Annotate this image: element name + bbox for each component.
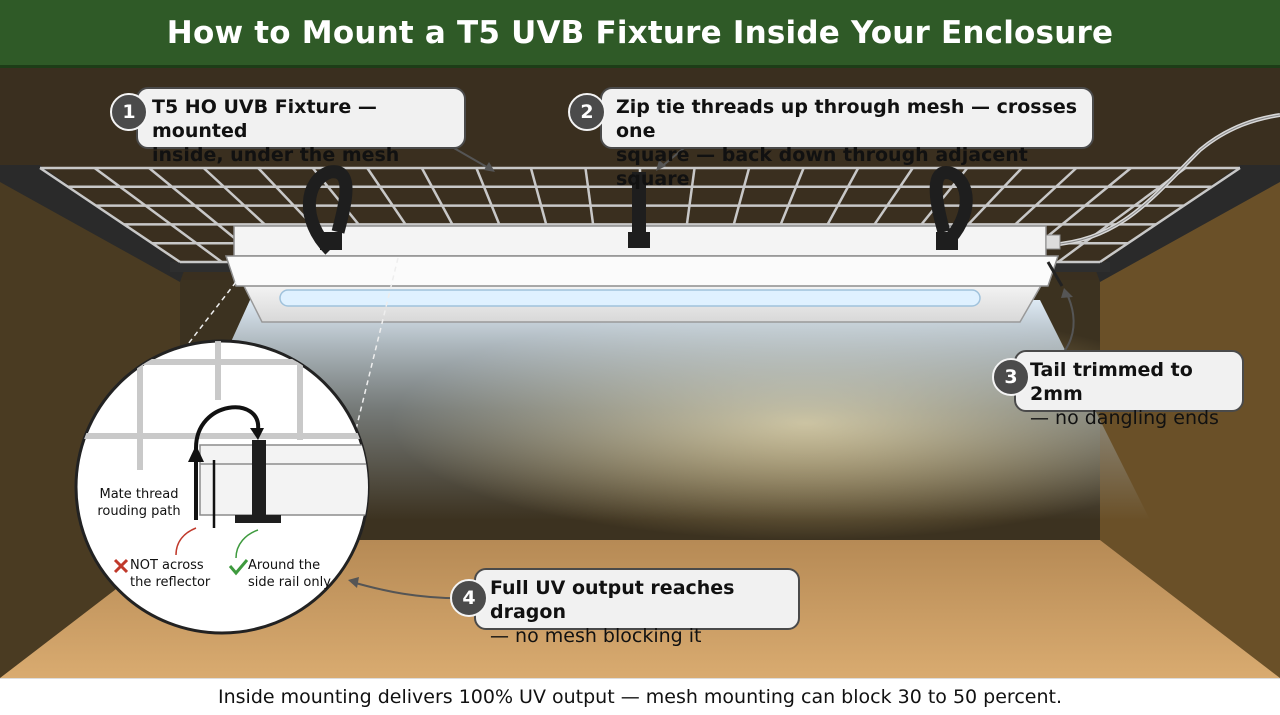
callout-tail-line2: — no dangling ends (1030, 407, 1219, 429)
zip-tie-left (302, 165, 353, 255)
callout-fixture-line1: T5 HO UVB Fixture — mounted (152, 96, 377, 142)
mesh-wire (39, 166, 181, 264)
inset-path-label: Mate thread rouding path (86, 486, 192, 520)
callout-tail-line1: Tail trimmed to 2mm (1030, 359, 1193, 405)
callout-fixture: T5 HO UVB Fixture — mounted inside, unde… (136, 87, 466, 166)
callout-arrowheads (348, 160, 1073, 588)
inset-wrong-line2: the reflector (130, 575, 211, 590)
callout-uv-output-line1: Full UV output reaches dragon (490, 577, 735, 623)
mesh-wire (93, 166, 223, 264)
inset-path-label-line2: rouding path (97, 504, 181, 519)
mesh-wire (1099, 166, 1241, 264)
footer-caption: Inside mounting delivers 100% UV output … (0, 678, 1280, 715)
callout-number-2: 2 (568, 93, 606, 131)
callout-uv-output: Full UV output reaches dragon — no mesh … (474, 568, 800, 647)
zip-tie-detail-inset (74, 339, 370, 635)
callout-tail: Tail trimmed to 2mm — no dangling ends (1014, 350, 1244, 429)
inset-right-label: Around the side rail only (248, 557, 338, 591)
threading-path-arrow (194, 405, 261, 520)
callout-uv-output-line2: — no mesh blocking it (490, 625, 702, 647)
check-icon (228, 559, 249, 576)
callout-number-3: 3 (992, 358, 1030, 396)
callout-fixture-line2: inside, under the mesh (152, 144, 400, 166)
uvb-tube (279, 289, 981, 307)
callout-zip-tie: Zip tie threads up through mesh — crosse… (600, 87, 1094, 190)
title-bar: How to Mount a T5 UVB Fixture Inside You… (0, 0, 1280, 68)
callout-number-4: 4 (450, 579, 488, 617)
inset-path-label-line1: Mate thread (99, 487, 179, 502)
page-title: How to Mount a T5 UVB Fixture Inside You… (166, 14, 1114, 51)
uv-light-beam (150, 300, 1150, 520)
cross-icon (113, 558, 129, 574)
zip-tie-right (929, 166, 973, 250)
inset-right-line2: side rail only (248, 575, 331, 590)
callout-number-1: 1 (110, 93, 148, 131)
callout-zip-tie-line1: Zip tie threads up through mesh — crosse… (616, 96, 1078, 142)
inset-wrong-line1: NOT across (130, 558, 204, 573)
inset-wrong-label: NOT across the reflector (130, 557, 220, 591)
callout-zip-tie-line2: square — back down through adjacent squa… (616, 144, 1028, 190)
zip-tie-center (628, 172, 650, 248)
inset-right-line1: Around the (248, 558, 321, 573)
